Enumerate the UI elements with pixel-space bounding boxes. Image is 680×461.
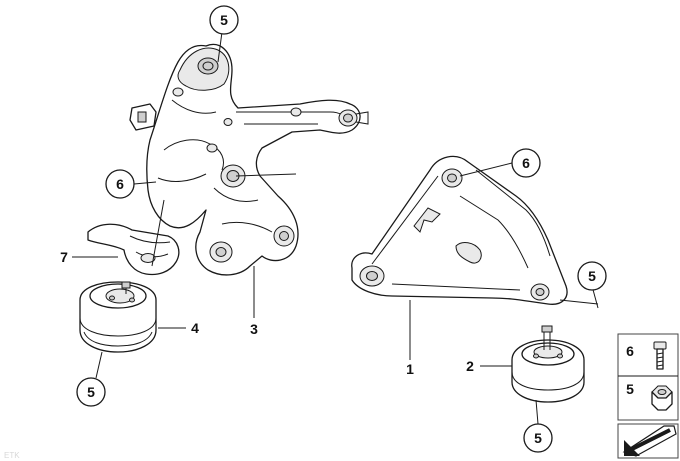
label-1: 1 — [406, 361, 414, 377]
callout-5-bottom-left: 5 — [76, 377, 106, 407]
callout-5-top: 5 — [209, 5, 239, 35]
bolt-icon — [653, 341, 667, 370]
legend-label-5: 5 — [626, 381, 634, 397]
callout-label: 5 — [588, 268, 596, 284]
label-3: 3 — [250, 321, 258, 337]
callout-label: 6 — [116, 176, 124, 192]
callout-6-left: 6 — [105, 169, 135, 199]
legend-panel: 6 5 — [617, 333, 679, 421]
support-arm — [351, 155, 568, 305]
arrow-plate-icon — [617, 423, 679, 459]
nut-icon — [651, 385, 673, 411]
label-2: 2 — [466, 358, 474, 374]
label-7: 7 — [60, 249, 68, 265]
label-4: 4 — [191, 320, 199, 336]
callout-label: 5 — [87, 384, 95, 400]
callout-label: 5 — [220, 12, 228, 28]
watermark: ETK — [4, 451, 20, 460]
leader-lines — [72, 31, 599, 425]
heat-shield-cover — [87, 223, 180, 276]
right-engine-mount — [511, 325, 585, 403]
engine-carrier-bracket — [129, 43, 369, 276]
callout-label: 6 — [522, 155, 530, 171]
callout-5-bottom-right: 5 — [523, 423, 553, 453]
callout-6-right: 6 — [511, 148, 541, 178]
legend-label-6: 6 — [626, 343, 634, 359]
left-engine-mount — [79, 281, 157, 353]
callout-5-right: 5 — [577, 261, 607, 291]
callout-label: 5 — [534, 430, 542, 446]
